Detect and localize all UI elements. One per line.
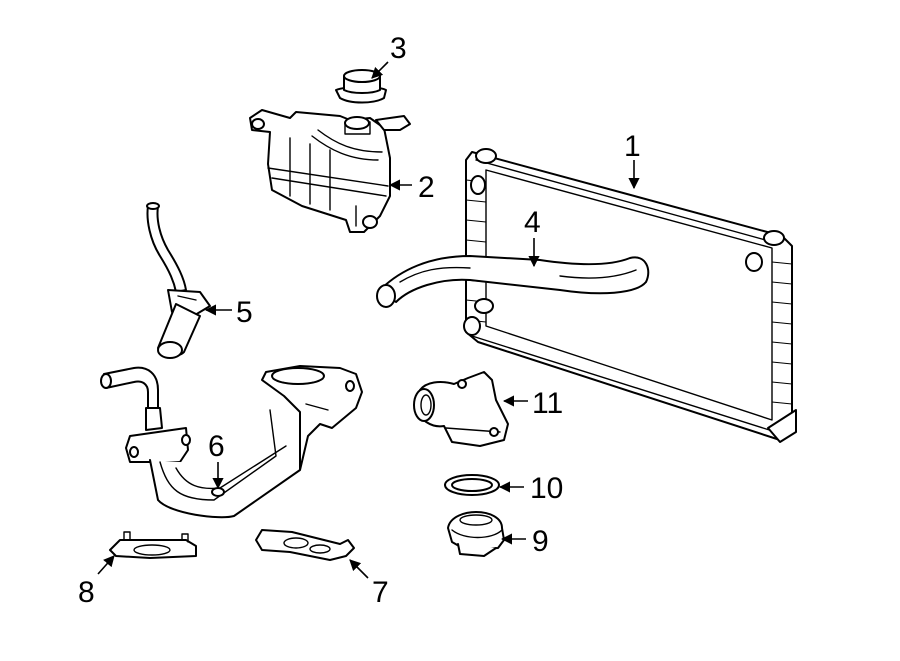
- o-ring-part[interactable]: [444, 474, 500, 496]
- radiator-part[interactable]: [463, 148, 797, 443]
- thermostat-housing-part[interactable]: [100, 365, 363, 519]
- callout-2: 2: [418, 171, 435, 204]
- callout-11: 11: [532, 387, 563, 420]
- thermostat-part[interactable]: [447, 511, 505, 557]
- coolant-reservoir-part[interactable]: [249, 109, 411, 233]
- gasket-8-part[interactable]: [109, 531, 197, 559]
- callout-4: 4: [524, 206, 541, 239]
- leader-lines: [97, 61, 640, 579]
- callout-1: 1: [624, 130, 641, 163]
- callout-3: 3: [390, 32, 407, 65]
- callout-8: 8: [78, 576, 95, 609]
- callout-9: 9: [532, 525, 549, 558]
- reservoir-cap-part[interactable]: [335, 69, 387, 104]
- callout-labels: 1 2 3 4 5 6 7 8 9 10 11: [78, 32, 641, 609]
- upper-hose-part[interactable]: [376, 255, 650, 308]
- water-outlet-part[interactable]: [413, 371, 509, 447]
- bypass-hose-part[interactable]: [146, 202, 211, 359]
- gasket-7-part[interactable]: [255, 529, 355, 561]
- callout-10: 10: [530, 472, 563, 505]
- callout-7: 7: [372, 576, 389, 609]
- callout-5: 5: [236, 296, 253, 329]
- callout-6: 6: [208, 430, 225, 463]
